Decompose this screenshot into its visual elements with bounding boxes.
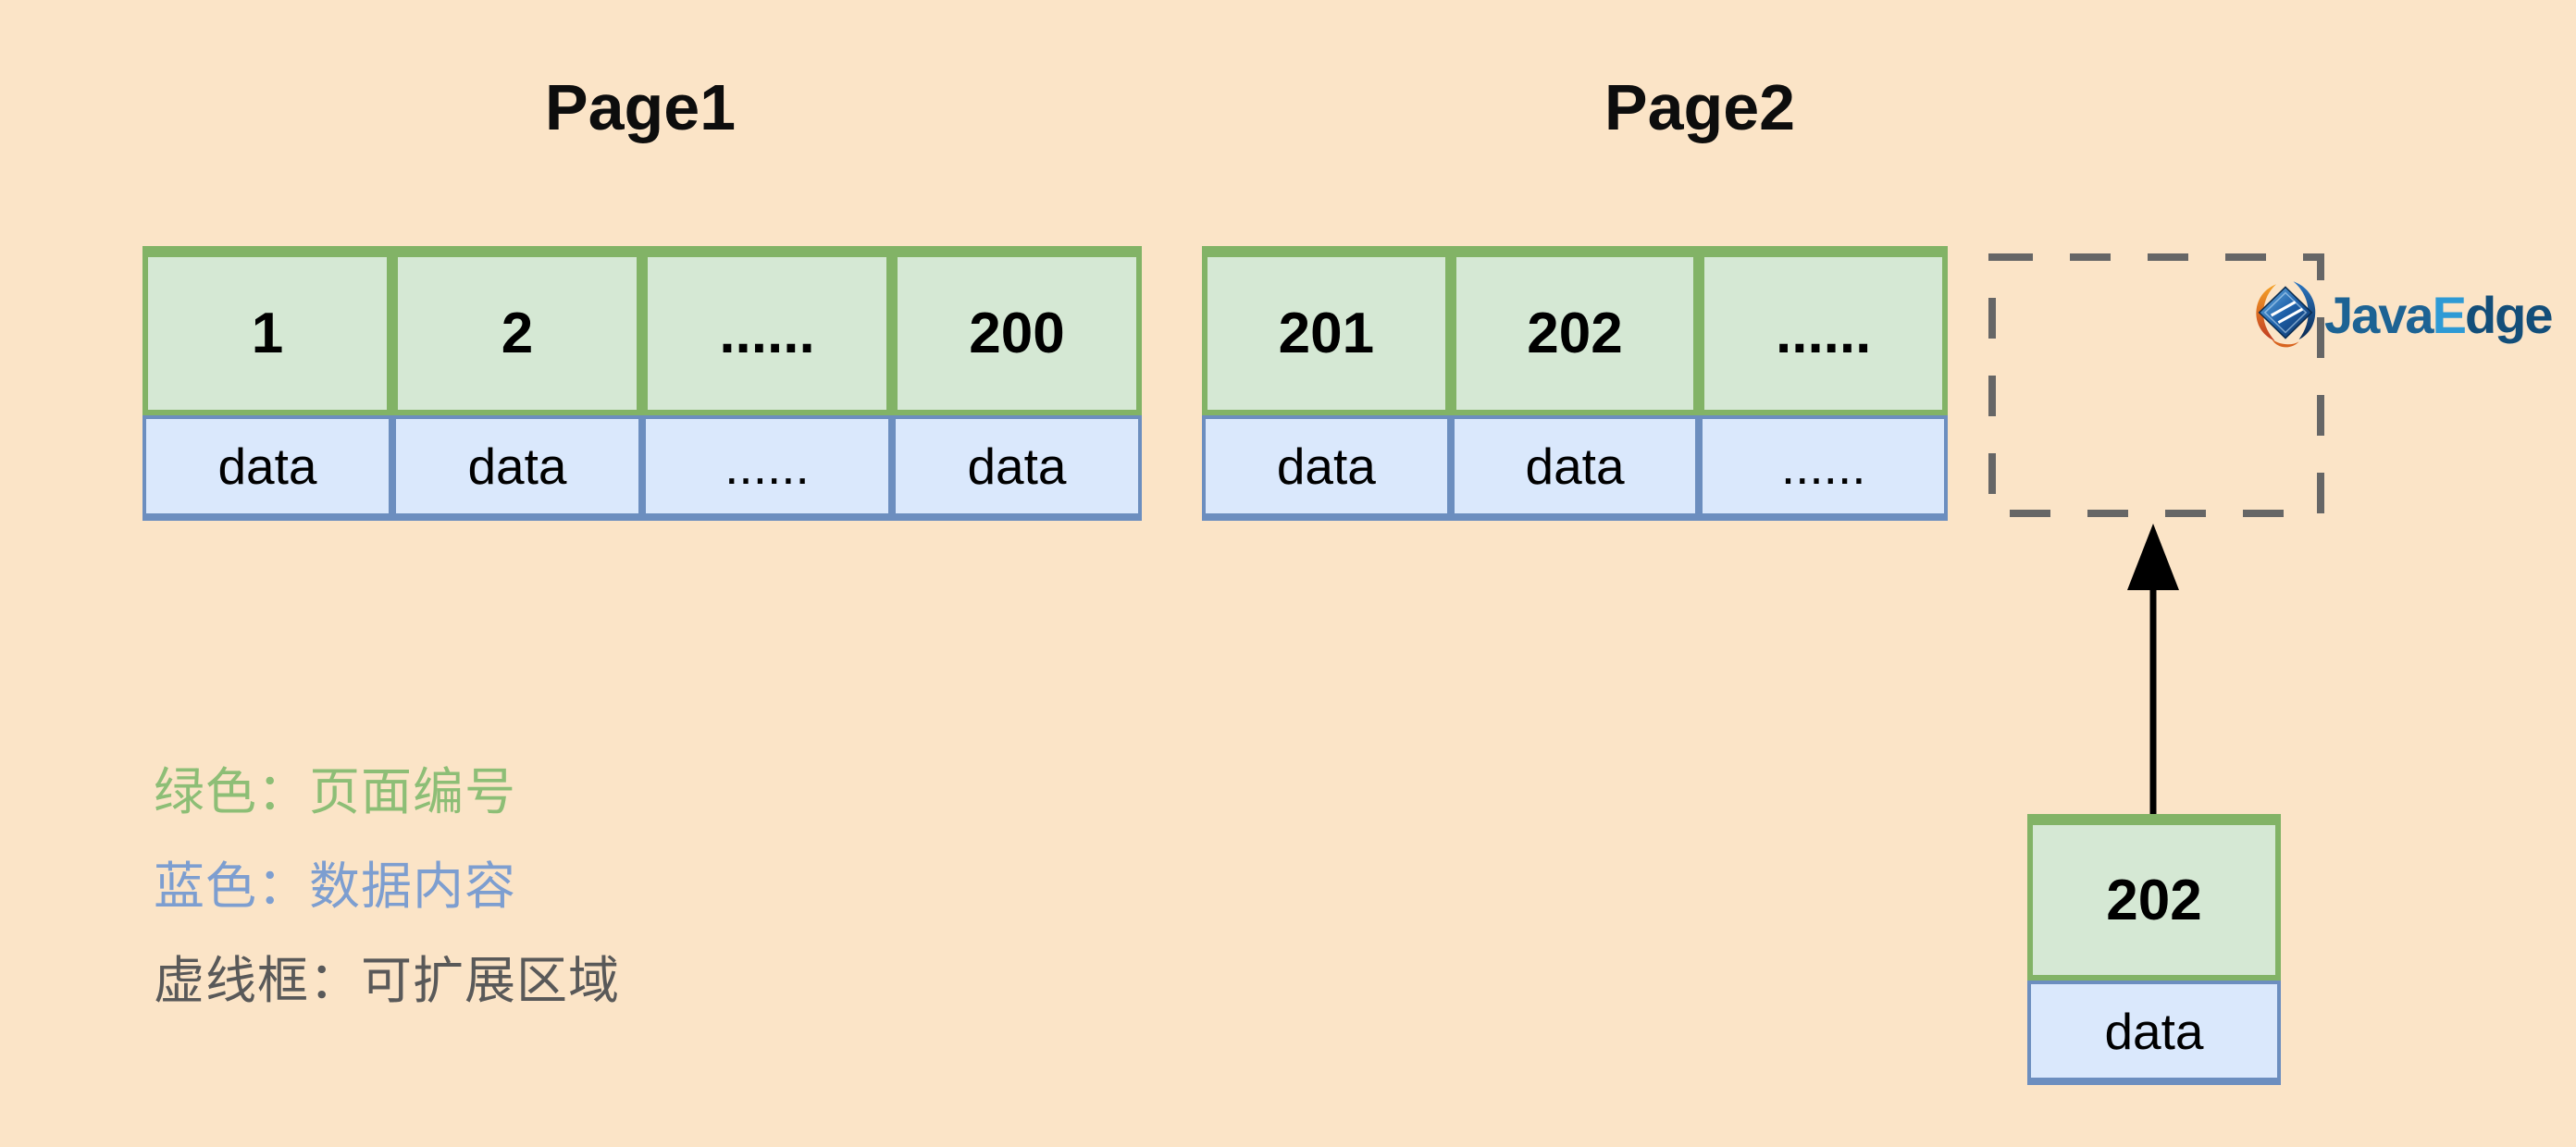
page-number-ellipsis-cell: ...... [642, 252, 892, 415]
javaedge-gem-icon [2256, 281, 2316, 348]
page2-table: 201 202 ...... data data ...... [1202, 246, 1949, 521]
logo-text-dge: dge [2464, 286, 2554, 344]
page1-data-row: data data ...... data [142, 415, 1142, 521]
page1-table: 1 2 ...... 200 data data ...... data [142, 246, 1142, 521]
javaedge-logo-text: JavaEdge [2324, 279, 2554, 352]
logo-text-e: E [2432, 286, 2467, 344]
page2-title: Page2 [1604, 71, 1796, 143]
arrow-head-icon [2127, 524, 2179, 590]
data-cell: data [142, 415, 392, 517]
legend-green-page-number: 绿色：页面编号 [154, 763, 517, 820]
data-ellipsis-cell: ...... [642, 415, 892, 517]
page-number-ellipsis-cell: ...... [1699, 252, 1949, 415]
data-cell: data [1450, 415, 1700, 517]
legend-blue-data-content: 蓝色：数据内容 [154, 857, 517, 915]
data-ellipsis-cell: ...... [1699, 415, 1949, 517]
detail-number-row: 202 [2027, 814, 2281, 980]
page-number-cell: 2 [392, 252, 642, 415]
page2-number-row: 201 202 ...... [1202, 246, 1949, 415]
data-cell: data [2027, 980, 2281, 1081]
detail-data-row: data [2027, 980, 2281, 1085]
page1-number-row: 1 2 ...... 200 [142, 246, 1142, 415]
page-number-cell: 202 [1450, 252, 1700, 415]
page-202-detail-box: 202 data [2027, 814, 2281, 1085]
page-number-cell: 1 [142, 252, 392, 415]
data-cell: data [892, 415, 1142, 517]
legend-dashed-expandable-area: 虚线框：可扩展区域 [154, 952, 621, 1009]
logo-text-java: Java [2324, 286, 2434, 344]
javaedge-logo: JavaEdge [2252, 278, 2554, 353]
page-number-cell: 201 [1202, 252, 1451, 415]
page-number-cell: 200 [892, 252, 1142, 415]
page1-title: Page1 [544, 71, 737, 143]
page2-data-row: data data ...... [1202, 415, 1949, 521]
data-cell: data [1202, 415, 1451, 517]
page-number-cell: 202 [2027, 820, 2281, 980]
data-cell: data [392, 415, 642, 517]
